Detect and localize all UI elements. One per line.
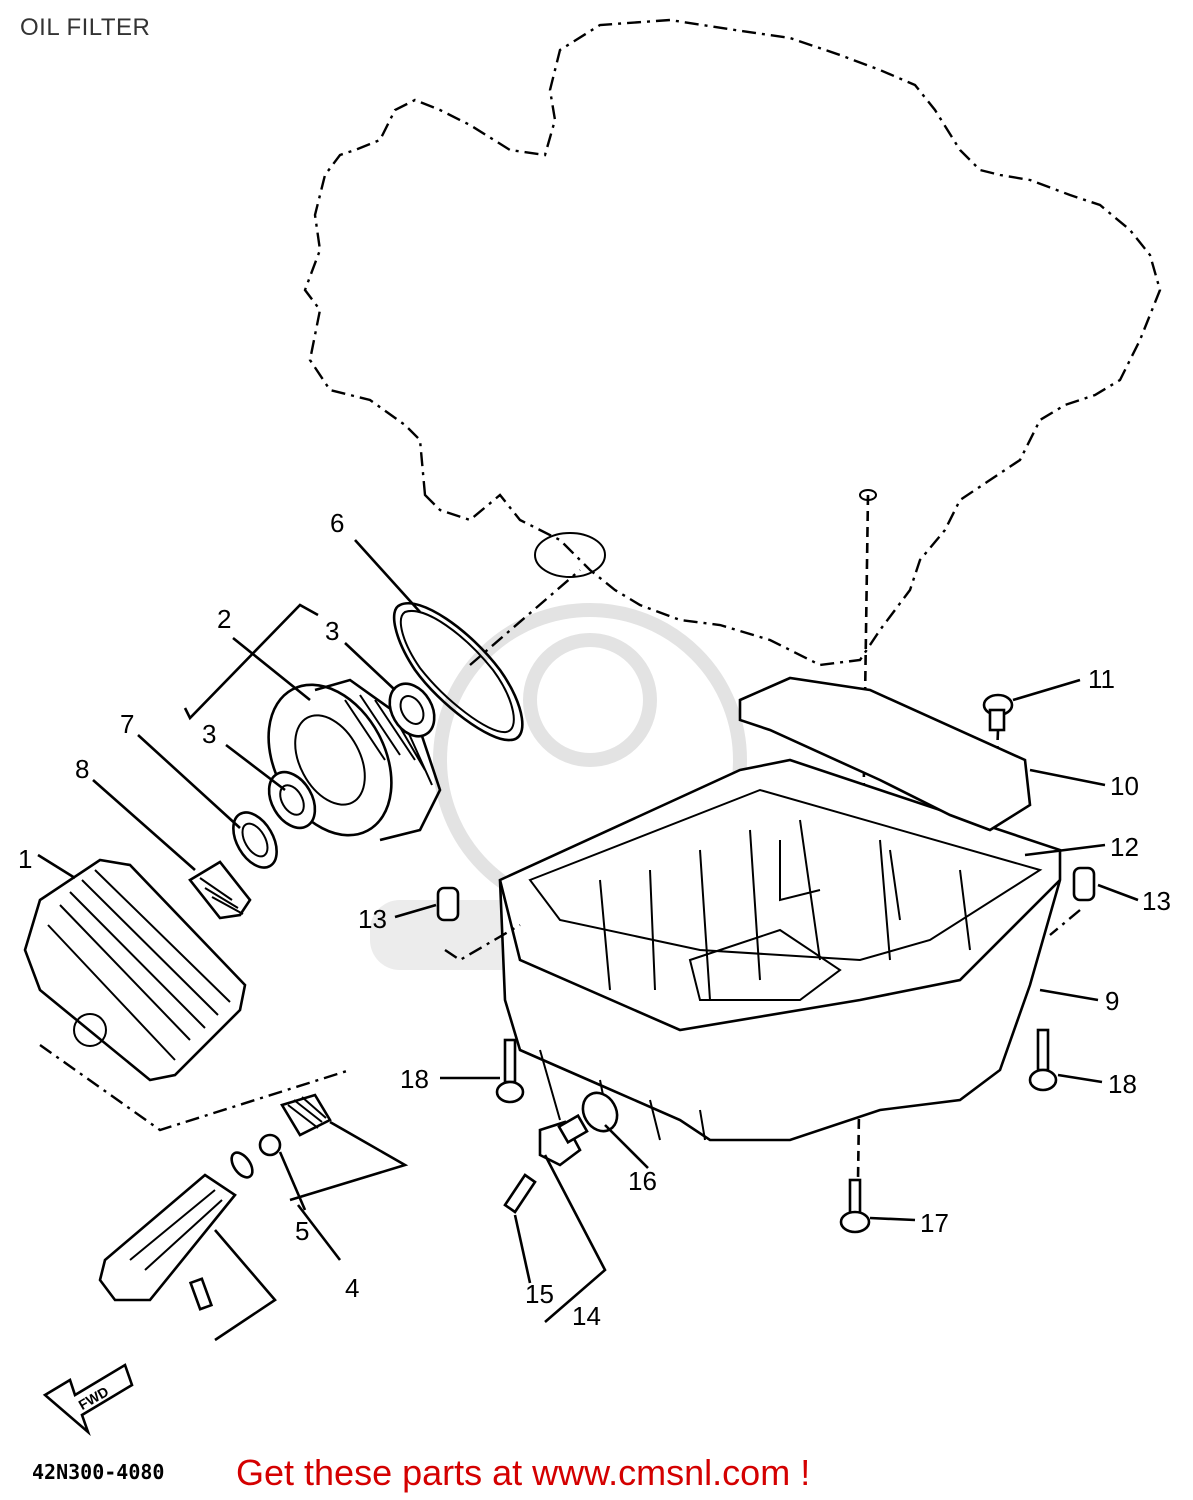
o-ring-part-5 xyxy=(230,1151,254,1179)
callout-3-lower: 3 xyxy=(202,719,216,749)
dowel-pin-part-13-right xyxy=(1072,866,1096,902)
ball-part xyxy=(258,1133,282,1157)
callout-18-left: 18 xyxy=(400,1064,429,1094)
callout-2: 2 xyxy=(217,604,231,634)
o-ring-part-7 xyxy=(232,811,278,869)
part-code: 42N300-4080 xyxy=(32,1460,165,1484)
callout-3-upper: 3 xyxy=(325,616,339,646)
promo-text: Get these parts at www.cmsnl.com ! xyxy=(236,1452,811,1493)
fwd-arrow-icon: FWD xyxy=(42,1363,134,1437)
o-ring-part-6 xyxy=(392,602,524,742)
callout-16: 16 xyxy=(628,1166,657,1196)
filter-cover-part-1 xyxy=(23,858,247,1082)
bolt-part-18-right xyxy=(1028,1028,1058,1092)
callout-10: 10 xyxy=(1110,771,1139,801)
callout-4: 4 xyxy=(345,1273,359,1303)
washer-part-3-upper xyxy=(388,682,436,738)
callout-15: 15 xyxy=(525,1279,554,1309)
callout-14: 14 xyxy=(572,1301,601,1331)
callout-12: 12 xyxy=(1110,832,1139,862)
bolt-part-17 xyxy=(839,1178,871,1234)
dowel-pin-part-13-left xyxy=(436,886,460,922)
cover-plate-part-10 xyxy=(738,676,1032,832)
page-title: OIL FILTER xyxy=(20,14,151,41)
callout-7: 7 xyxy=(120,709,134,739)
drain-bolt-part-14 xyxy=(538,1113,589,1167)
screw-part-11 xyxy=(982,693,1014,732)
callout-17: 17 xyxy=(920,1208,949,1238)
callout-9: 9 xyxy=(1105,986,1119,1016)
bolt-part-18-left xyxy=(495,1038,525,1104)
spring-part xyxy=(280,1093,332,1137)
crankcase-outline xyxy=(303,18,1162,667)
callout-13-right: 13 xyxy=(1142,886,1171,916)
callout-labels: 1 2 3 3 4 5 6 7 8 9 10 11 12 13 13 14 15… xyxy=(18,508,1171,1331)
callout-6: 6 xyxy=(330,508,344,538)
callout-8: 8 xyxy=(75,754,89,784)
union-bolt-part-8 xyxy=(188,860,252,920)
callout-13-left: 13 xyxy=(358,904,387,934)
oil-pipe-part-4 xyxy=(98,1173,237,1311)
screw-part-15 xyxy=(503,1173,537,1214)
oil-pan-part-9 xyxy=(498,758,1062,1142)
callout-5: 5 xyxy=(295,1216,309,1246)
leader-lines xyxy=(37,539,1139,1342)
callout-1: 1 xyxy=(18,844,32,874)
callout-18-right: 18 xyxy=(1108,1069,1137,1099)
callout-11: 11 xyxy=(1088,664,1115,694)
